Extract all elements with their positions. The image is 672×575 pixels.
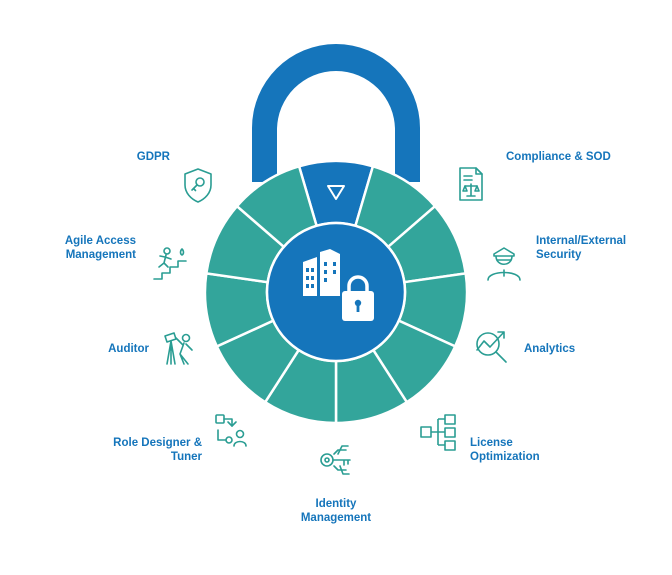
padlock-icon: [342, 275, 374, 321]
label-analytics: Analytics: [524, 342, 575, 356]
label-line: GDPR: [136, 151, 170, 163]
label-line: Auditor: [108, 343, 149, 355]
label-line: Optimization: [470, 451, 540, 463]
hierarchy-icon: [420, 414, 456, 451]
label-agile-access-management: Agile Access Management: [65, 234, 136, 262]
label-gdpr: GDPR: [137, 150, 170, 164]
label-internal-external-security: Internal/External Security: [536, 234, 626, 262]
label-line: Compliance & SOD: [506, 151, 611, 163]
telescope-person-icon: [164, 332, 193, 365]
shield-key-icon: [184, 168, 212, 203]
role-designer-icon: [215, 414, 247, 447]
label-line: Internal/External: [536, 235, 627, 247]
document-scales-icon: [459, 167, 483, 201]
label-line: Management: [65, 249, 136, 261]
label-compliance-sod: Compliance & SOD: [506, 150, 611, 164]
label-identity-management: Identity Management: [286, 497, 386, 525]
padlock-shackle: [252, 44, 420, 182]
buildings-icon: [303, 249, 340, 296]
label-role-designer-tuner: Role Designer & Tuner: [113, 436, 202, 464]
label-line: Tuner: [170, 451, 202, 463]
label-line: Identity: [315, 498, 357, 510]
label-line: Security: [536, 249, 582, 261]
label-license-optimization: License Optimization: [470, 436, 540, 464]
down-triangle-icon: [327, 185, 345, 200]
magnifier-chart-icon: [476, 331, 507, 363]
label-auditor: Auditor: [108, 342, 149, 356]
label-line: Management: [300, 512, 372, 524]
security-guard-icon: [487, 247, 521, 281]
label-line: Analytics: [524, 343, 576, 355]
stairs-climber-icon: [153, 247, 187, 280]
label-line: Role Designer &: [113, 437, 202, 449]
circuit-key-icon: [320, 445, 351, 475]
label-line: License: [470, 437, 513, 449]
label-line: Agile Access: [64, 235, 136, 247]
